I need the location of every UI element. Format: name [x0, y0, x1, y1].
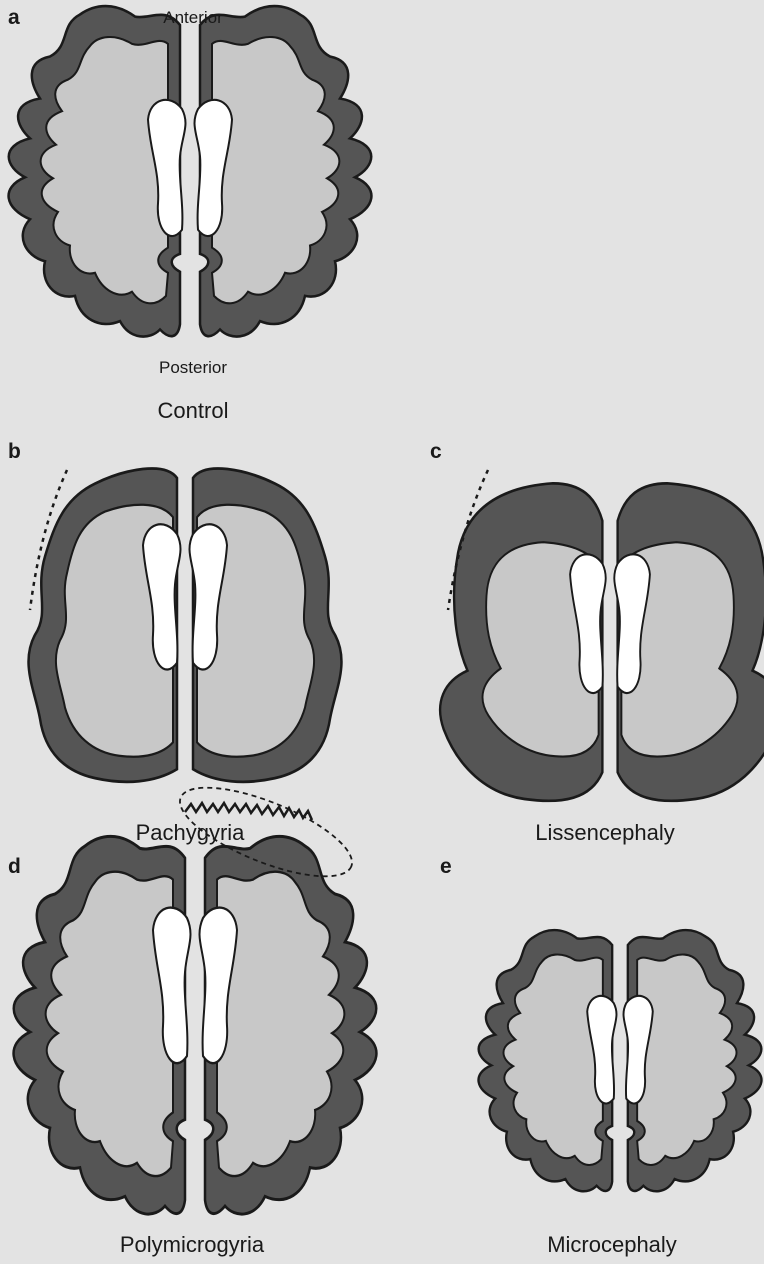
caption-pachygyria: Pachygyria: [136, 820, 245, 846]
posterior-label: Posterior: [159, 358, 227, 378]
brain-pachygyria: [29, 469, 342, 782]
panel-letter-b: b: [8, 440, 21, 464]
caption-polymicrogyria: Polymicrogyria: [120, 1232, 264, 1258]
brain-microcephaly: [478, 930, 761, 1191]
panel-letter-d: d: [8, 855, 21, 879]
panel-letter-c: c: [430, 440, 442, 464]
panel-letter-a: a: [8, 6, 20, 30]
caption-microcephaly: Microcephaly: [547, 1232, 677, 1258]
caption-control: Control: [158, 398, 229, 424]
anterior-label: Anterior: [163, 8, 223, 28]
polymicrogyria-microgyri: [185, 803, 312, 820]
brain-lissencephaly: [440, 483, 764, 801]
panel-letter-e: e: [440, 855, 452, 879]
caption-lissencephaly: Lissencephaly: [535, 820, 674, 846]
brain-polymicrogyria: [14, 836, 377, 1214]
brain-control: [9, 6, 372, 336]
